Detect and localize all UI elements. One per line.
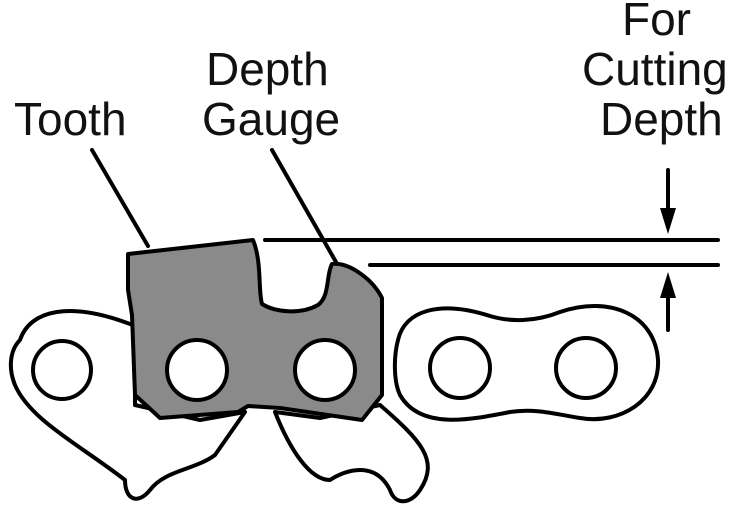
depth-gauge-leader-line [270, 148, 338, 264]
drive-link-left [8, 309, 247, 501]
label-depth: Depth [600, 93, 723, 145]
label-depth-gauge-line2: Gauge [202, 93, 340, 145]
side-link-right-rivet-1 [428, 336, 492, 400]
cutter-rivet-right [293, 338, 357, 402]
drive-link-middle [273, 403, 430, 504]
side-link-right [392, 303, 661, 422]
label-cutting: Cutting [582, 43, 728, 95]
side-link-right-rivet-2 [554, 336, 618, 400]
label-depth-gauge-line1: Depth [206, 43, 329, 95]
drive-link-left-rivet [31, 339, 93, 401]
tooth-leader-line [90, 148, 150, 248]
arrow-down-icon [660, 168, 676, 234]
drive-link-middle-shape [273, 403, 430, 504]
label-for: For [622, 0, 691, 45]
label-tooth: Tooth [14, 93, 127, 145]
cutter-link [126, 238, 384, 422]
cutter-rivet-left [165, 338, 229, 402]
arrow-up-icon [660, 272, 676, 332]
